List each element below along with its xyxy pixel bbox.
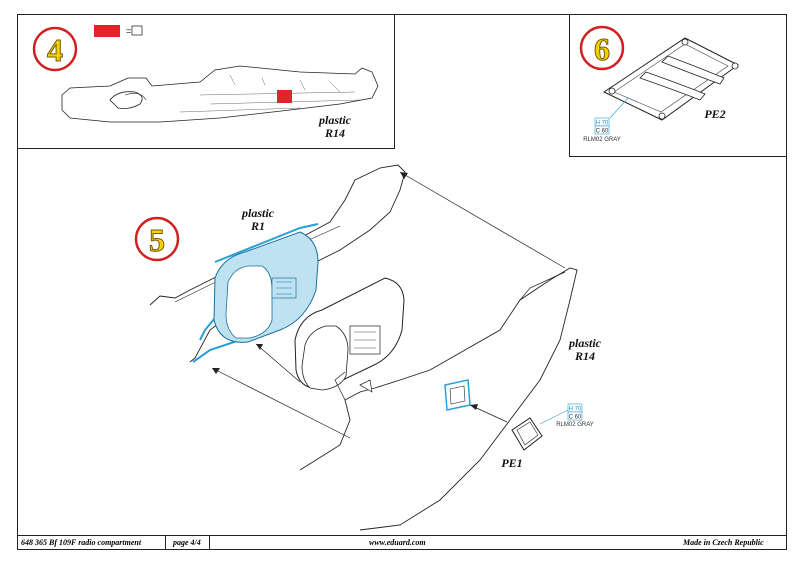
step6-group: 6 H 70 C 60 RLM02 GRAY PE2 (579, 25, 739, 143)
step5-r14-plastic-label: plastic (568, 336, 602, 350)
footer-origin: Made in Czech Republic (683, 538, 764, 547)
footer-page: page 4/4 (173, 538, 201, 547)
step5-r14-label: R14 (574, 349, 595, 363)
step5-number: 5 (149, 222, 165, 258)
step5-r1-plastic-label: plastic (241, 206, 275, 220)
step5-paint-name: RLM02 GRAY (556, 422, 594, 428)
step5-h-code: H 70 (569, 407, 582, 413)
step4-panel (17, 14, 395, 149)
remove-legend-swatch (94, 25, 120, 37)
assembly-arrows (211, 171, 566, 439)
page-frame (17, 14, 787, 550)
step6-h-code: H 70 (596, 121, 609, 127)
step6-paint-name: RLM02 GRAY (583, 137, 621, 143)
remove-legend-part-icon (131, 25, 143, 36)
step5-r1-label: R1 (250, 219, 265, 233)
step4-circle (32, 26, 78, 72)
footer-product: 648 365 Bf 109F radio compartment (21, 538, 142, 547)
step6-panel (569, 14, 787, 157)
step4-number: 4 (47, 32, 63, 68)
pe1-label: PE1 (501, 456, 522, 470)
pe2-label: PE2 (704, 107, 725, 121)
step4-plastic-label: plastic (318, 113, 352, 127)
step5-group: 5 plastic R1 PE1 H 70 (134, 164, 602, 531)
step5-c-code: C 60 (569, 415, 582, 421)
step6-c-code: C 60 (596, 129, 609, 135)
step5-circle (134, 216, 180, 262)
r14-fuselage (299, 267, 578, 531)
step4-group: 4 = plastic R14 (32, 25, 379, 140)
step4-cockpit-shape (109, 91, 143, 109)
footer-bar: 648 365 Bf 109F radio compartment page 4… (17, 535, 787, 550)
footer-website: www.eduard.com (369, 538, 426, 547)
remove-legend-symbol: = (126, 26, 131, 36)
step4-r14-label: R14 (324, 126, 345, 140)
step6-circle (579, 25, 625, 71)
step6-number: 6 (594, 31, 610, 67)
step4-remove-area (277, 90, 292, 103)
